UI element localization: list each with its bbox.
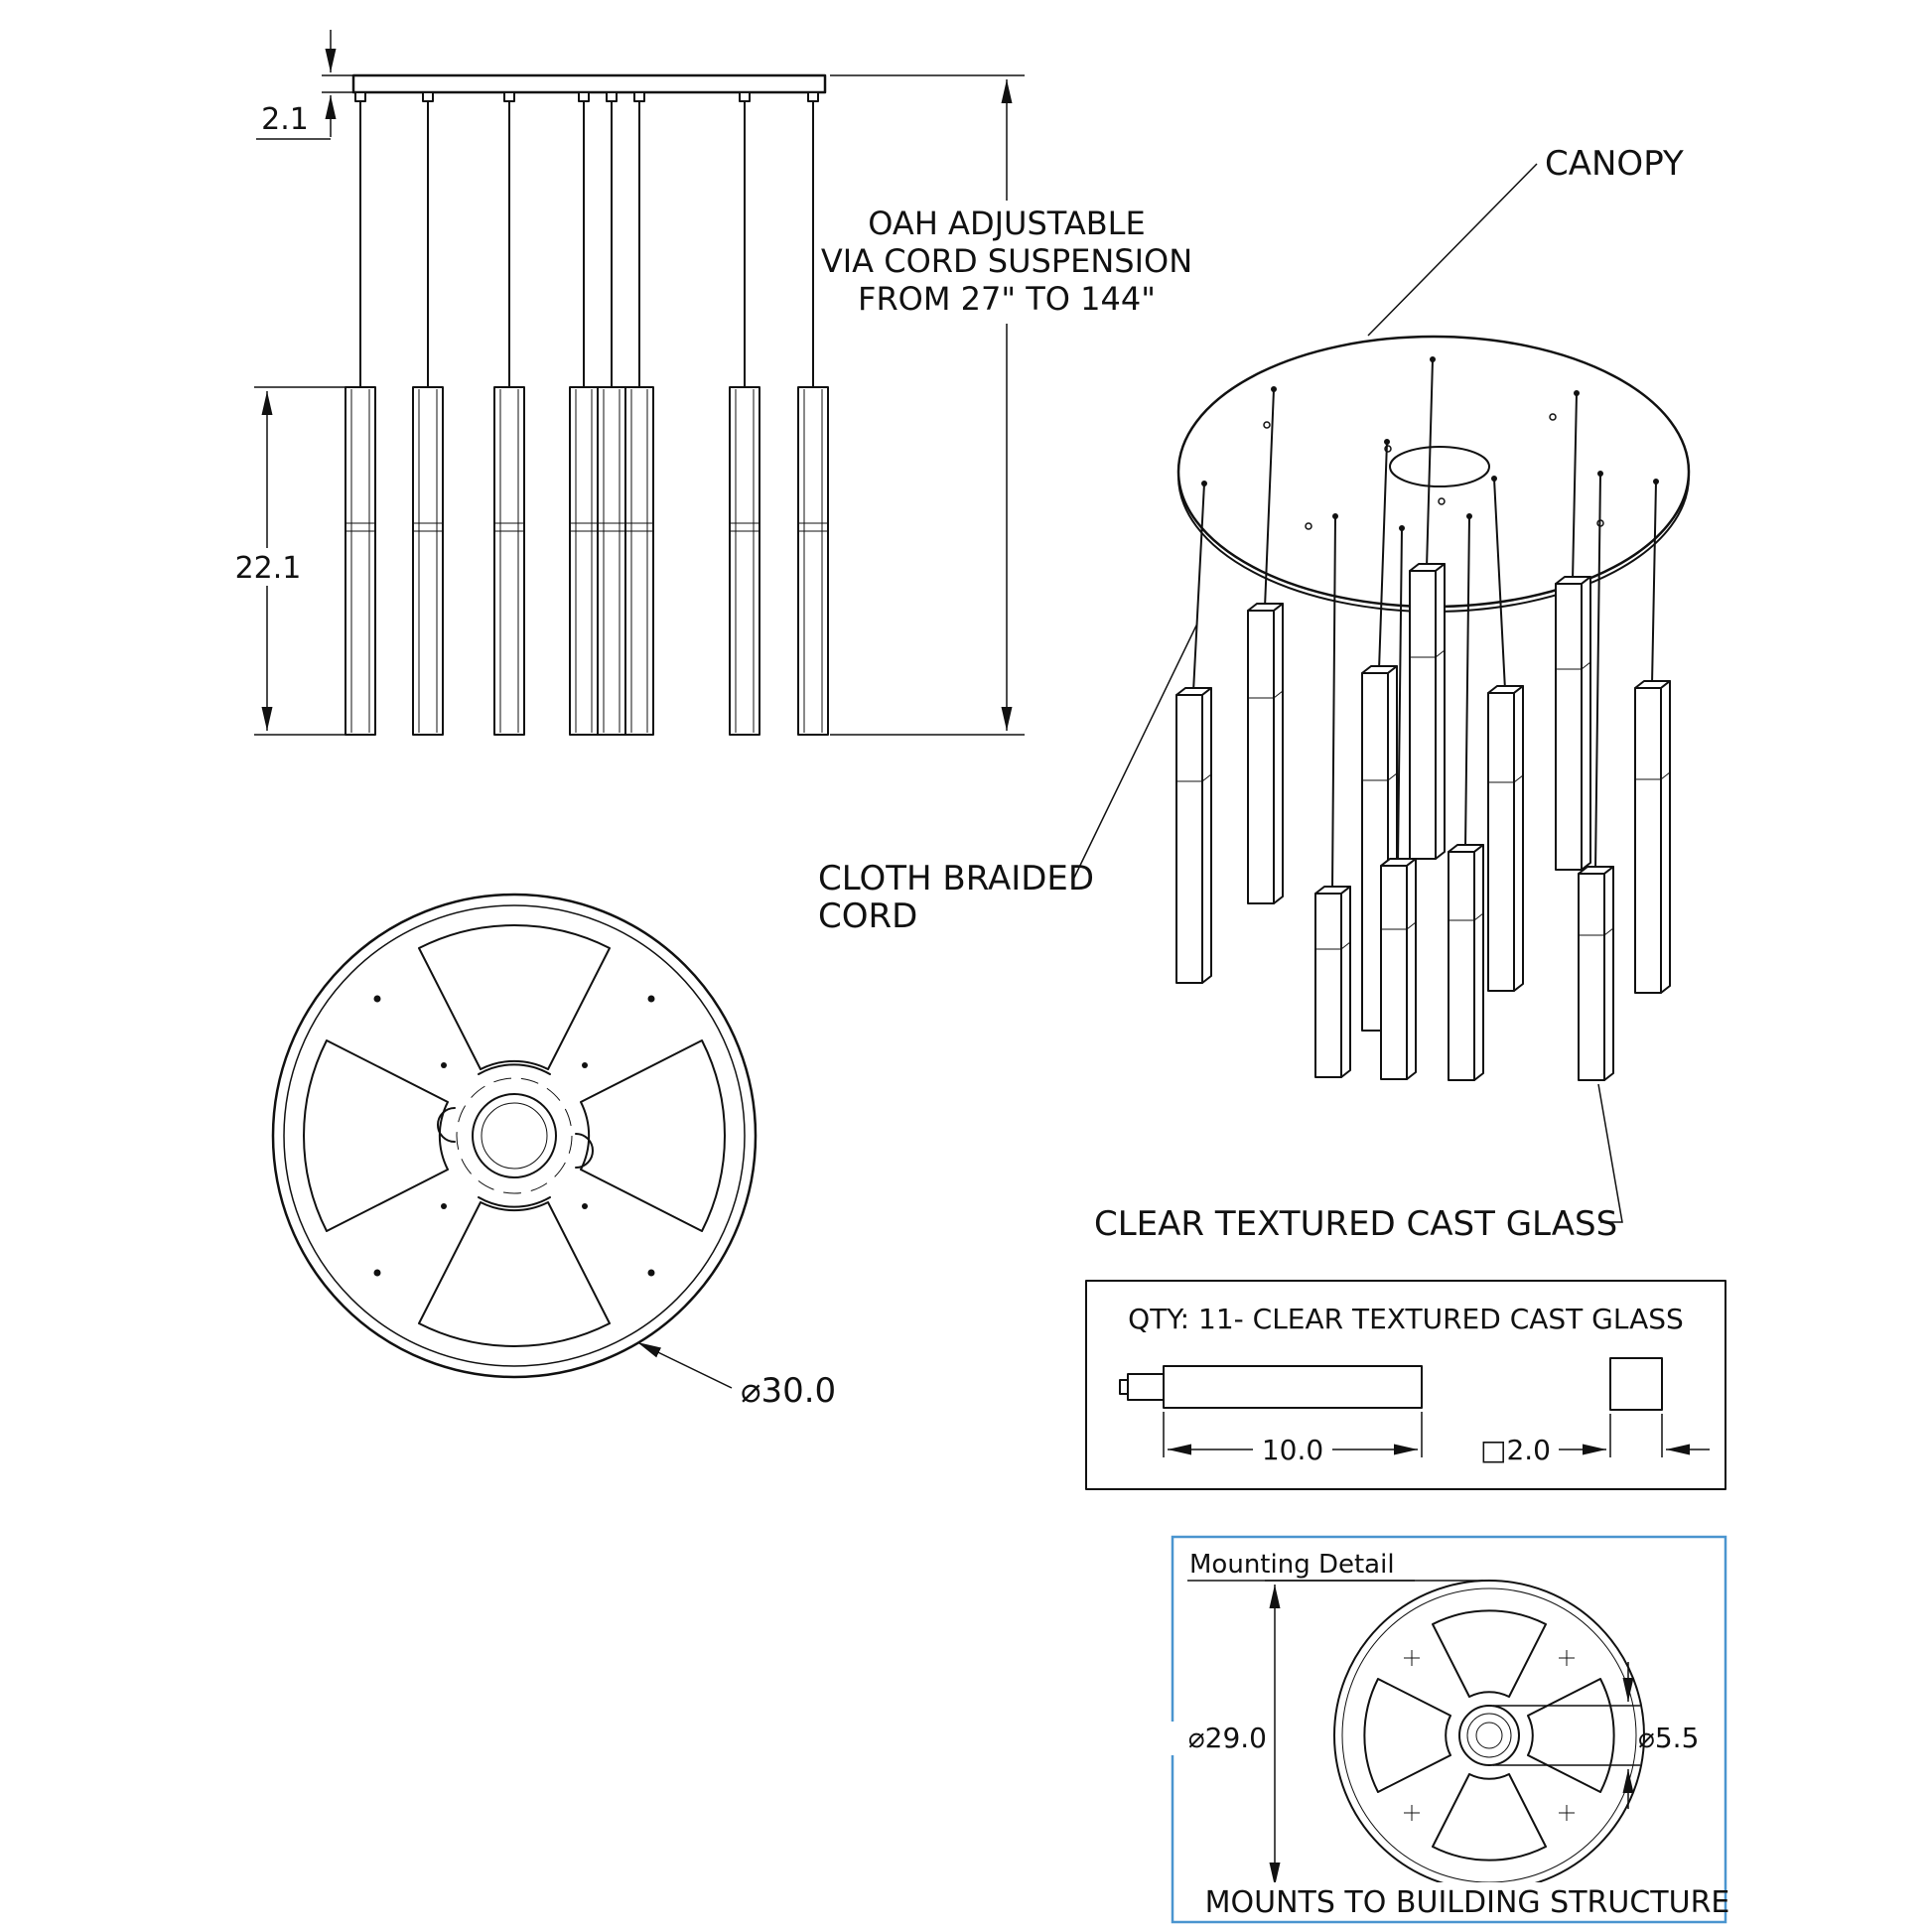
glass-label-text: CLEAR TEXTURED CAST GLASS — [1094, 1204, 1617, 1244]
canopy-cutout — [418, 924, 611, 1070]
cord — [1426, 358, 1434, 569]
cord — [1572, 392, 1578, 582]
cord-label-line1: CLOTH BRAIDED — [818, 859, 1094, 898]
pendants — [345, 386, 829, 736]
mounting-note-text: MOUNTS TO BUILDING STRUCTURE — [1205, 1885, 1730, 1920]
pendant-3d — [1409, 356, 1446, 860]
pendant-3d — [1555, 390, 1591, 871]
cord — [1378, 441, 1388, 671]
pendant — [412, 386, 444, 736]
glass-bar-drawing: 10.0 — [1119, 1365, 1423, 1466]
dimension-plate-diameter: ⌀29.0 — [1170, 1580, 1483, 1891]
label-cloth-braided-cord: CLOTH BRAIDED CORD — [818, 622, 1198, 936]
pendant — [569, 386, 599, 736]
canopy-label-text: CANOPY — [1545, 144, 1684, 184]
canopy-top-view: ⌀30.0 — [271, 893, 836, 1411]
glass-spec-title: QTY: 11- CLEAR TEXTURED CAST GLASS — [1128, 1303, 1684, 1335]
oah-note-line3: FROM 27" TO 144" — [858, 280, 1156, 318]
screw-marks — [1404, 1650, 1575, 1821]
center-hub — [437, 1063, 594, 1208]
canopy-diameter-text: ⌀30.0 — [741, 1371, 836, 1411]
pendant — [597, 386, 626, 736]
screw-holes — [373, 995, 655, 1277]
elevation-view: 2.1 22.1 OAH ADJUSTABLE VIA CORD SUSPENS… — [218, 30, 1193, 736]
glass-end-drawing: □2.0 — [1480, 1357, 1710, 1466]
canopy-cutout — [580, 1039, 726, 1232]
pendant — [797, 386, 829, 736]
pendant — [493, 386, 525, 736]
suspension-cords — [359, 100, 814, 390]
dimension-canopy-thickness: 2.1 — [256, 30, 353, 140]
oah-note-line1: OAH ADJUSTABLE — [868, 205, 1145, 242]
pendant-3d — [1634, 479, 1671, 994]
cord — [1397, 527, 1403, 864]
pendant-3d — [1247, 386, 1284, 904]
pendant-3d — [1578, 471, 1614, 1081]
pendant-3d — [1487, 476, 1524, 992]
cord — [1264, 388, 1275, 609]
dim-pendant-length-text: 22.1 — [235, 551, 302, 586]
label-clear-textured-cast-glass: CLEAR TEXTURED CAST GLASS — [1094, 1083, 1623, 1244]
glass-length-text: 10.0 — [1262, 1434, 1323, 1466]
dimension-hole-diameter: ⌀5.5 — [1493, 1662, 1699, 1809]
dim-canopy-thickness-text: 2.1 — [261, 102, 309, 137]
label-canopy: CANOPY — [1367, 144, 1684, 337]
cord — [1464, 515, 1470, 850]
pendant-3d — [1380, 525, 1417, 1080]
glass-width-text: □2.0 — [1480, 1434, 1551, 1466]
hole-diameter-text: ⌀5.5 — [1638, 1722, 1699, 1754]
glass-spec-box: QTY: 11- CLEAR TEXTURED CAST GLASS 10.0 … — [1085, 1280, 1726, 1490]
canopy-cutout — [418, 1201, 611, 1347]
cord-label-line2: CORD — [818, 897, 917, 936]
cord — [1331, 515, 1336, 892]
plate-diameter-text: ⌀29.0 — [1188, 1722, 1267, 1754]
dimension-pendant-length: 22.1 — [218, 386, 345, 736]
pendant-3d — [1314, 513, 1351, 1078]
mounting-detail-box: Mounting Detail ⌀29.0 — [1170, 1535, 1730, 1924]
pendant — [729, 386, 760, 736]
mounting-plate-drawing — [1333, 1580, 1645, 1891]
oah-note-line2: VIA CORD SUSPENSION — [821, 242, 1192, 280]
pendant-3d — [1175, 481, 1212, 984]
cord — [1493, 478, 1506, 691]
pendant — [345, 386, 376, 736]
pendant-3d — [1448, 513, 1484, 1081]
cord — [1192, 483, 1205, 693]
isometric-view: CANOPY CLOTH BRAIDED CORD CLEAR TEXTURED… — [818, 144, 1691, 1244]
canopy-bar — [351, 73, 827, 102]
dimension-oah: OAH ADJUSTABLE VIA CORD SUSPENSION FROM … — [820, 74, 1193, 736]
dimension-canopy-diameter: ⌀30.0 — [636, 1341, 836, 1411]
cord — [1651, 481, 1657, 686]
pendants-3d — [1175, 356, 1671, 1081]
pendant — [624, 386, 654, 736]
mounting-detail-title: Mounting Detail — [1189, 1550, 1395, 1580]
cord — [1594, 473, 1601, 872]
canopy-cutout — [303, 1039, 449, 1232]
